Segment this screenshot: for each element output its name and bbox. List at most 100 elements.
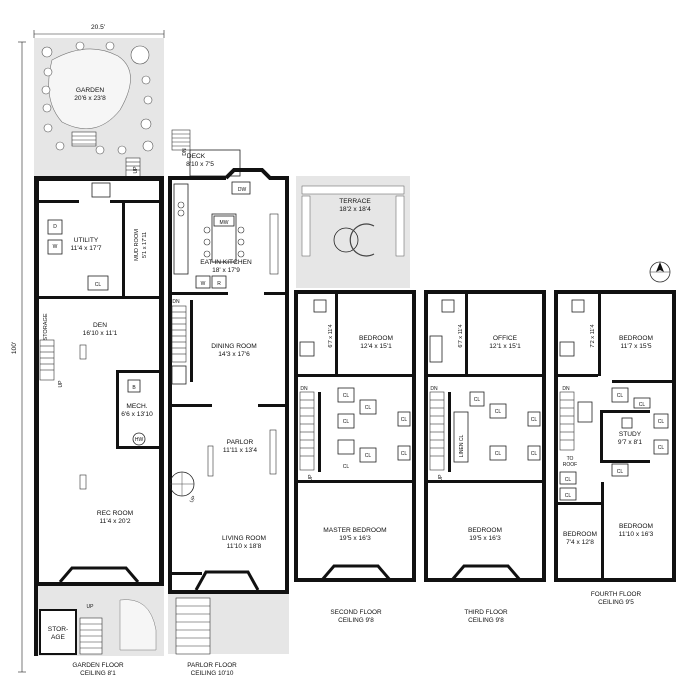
- closet-label: CL: [639, 402, 646, 408]
- depth-dimension-label: 100': [11, 342, 18, 354]
- fourth-floor-name: FOURTH FLOOR: [591, 591, 642, 598]
- third-up-label: UP: [438, 474, 444, 482]
- parlor-size: 11'11 x 13'4: [223, 447, 258, 454]
- microwave-label: MW: [220, 220, 229, 226]
- closet-label: CL: [474, 397, 481, 403]
- bedroom-3f-name: BEDROOM: [468, 527, 502, 534]
- mech-name: MECH.: [126, 403, 147, 410]
- closet-label: CL: [565, 477, 572, 483]
- garden-floor-name: GARDEN FLOOR: [72, 662, 124, 669]
- rec-room-size: 11'4 x 20'2: [100, 518, 131, 525]
- garden-steps: [71, 131, 97, 147]
- den-size: 16'10 x 11'1: [83, 330, 118, 337]
- garden-floor: 20.5' 100' GARDEN 20'6 x 23'8 UP: [11, 24, 165, 677]
- closet-label: CL: [658, 445, 665, 451]
- garden-floor-up-label: UP: [58, 380, 64, 388]
- bedroom-2f-size: 12'4 x 15'1: [360, 343, 392, 350]
- third-floor-name: THIRD FLOOR: [464, 609, 508, 616]
- fourth-floor-stairs: [559, 391, 575, 451]
- storage-front-line1: STOR-: [48, 626, 68, 633]
- utility-name: UTILITY: [74, 237, 99, 244]
- bedroom-4f-small-name: BEDROOM: [563, 531, 597, 538]
- terrace-size: 18'2 x 18'4: [339, 206, 371, 213]
- second-dn-label: DN: [300, 386, 308, 392]
- closet-label: CL: [531, 451, 538, 457]
- bedroom-4f-rear-name: BEDROOM: [619, 335, 653, 342]
- second-floor-stairs: [299, 391, 315, 471]
- mud-room-size: 5'1 x 17'11: [142, 232, 148, 258]
- to-roof-line1: TO: [567, 456, 574, 462]
- garden-front-up-label: UP: [87, 604, 95, 610]
- second-floor: TERRACE 18'2 x 18'4 6'7 x 11'4 BEDROOM 1…: [294, 176, 416, 624]
- storage-front-line2: AGE: [51, 634, 66, 641]
- front-storage: [39, 609, 77, 655]
- width-dimension-label: 20.5': [91, 24, 105, 31]
- garden-plants: [41, 41, 154, 155]
- fourth-floor-ceiling: CEILING 9'5: [598, 599, 634, 606]
- master-bedroom-size: 19'5 x 16'3: [339, 535, 371, 542]
- utility-d-label: D: [53, 224, 57, 230]
- deck-name: DECK: [187, 153, 206, 160]
- refrigerator-label: R: [217, 281, 221, 287]
- master-bedroom-name: MASTER BEDROOM: [323, 527, 386, 534]
- bedroom-3f-size: 19'5 x 16'3: [469, 535, 501, 542]
- second-bath-size: 6'7 x 11'4: [328, 324, 334, 347]
- spiral-up-label: UP: [189, 494, 198, 504]
- terrace-name: TERRACE: [339, 198, 371, 205]
- north-arrow-icon: [649, 261, 671, 283]
- parlor-floor: DN DECK 8'10 x 7'5 DW MW EAT-IN KITCHEN …: [168, 129, 289, 677]
- office-size: 12'1 x 15'1: [489, 343, 521, 350]
- closet-label: CL: [495, 451, 502, 457]
- closet-label: CL: [365, 405, 372, 411]
- deck-stairs: [171, 129, 191, 151]
- second-floor-ceiling: CEILING 9'8: [338, 617, 374, 624]
- third-floor: 6'7 x 11'4 OFFICE 12'1 x 15'1 DN UP LINE…: [424, 290, 546, 624]
- linen-cl-label: LINEN CL: [459, 435, 465, 458]
- linen-closet: [453, 411, 469, 463]
- living-room-size: 11'10 x 18'8: [227, 543, 262, 550]
- closet-label: CL: [565, 493, 572, 499]
- parlor-dn-label: DN: [172, 299, 180, 305]
- deck-size: 8'10 x 7'5: [186, 161, 214, 168]
- parlor-floor-name: PARLOR FLOOR: [187, 662, 237, 669]
- closet-label: CL: [401, 417, 408, 423]
- utility-cl-label: CL: [95, 282, 102, 288]
- garden-name: GARDEN: [76, 87, 104, 94]
- bedroom-4f-rear-size: 11'7 x 15'5: [621, 343, 652, 350]
- boiler-label: B: [132, 385, 136, 391]
- parlor-name: PARLOR: [227, 439, 254, 446]
- bedroom-4f-front-name: BEDROOM: [619, 523, 653, 530]
- dining-room-size: 14'3 x 17'6: [218, 351, 250, 358]
- closet-label: CL: [531, 417, 538, 423]
- terrace-table: [333, 227, 359, 253]
- fourth-dn-label: DN: [562, 386, 570, 392]
- utility-w-label: W: [53, 244, 58, 250]
- closet-label: CL: [617, 469, 624, 475]
- kitchen-name: EAT-IN KITCHEN: [200, 259, 252, 266]
- third-floor-stairs: [429, 391, 445, 471]
- bedroom-2f-name: BEDROOM: [359, 335, 393, 342]
- study-size: 9'7 x 8'1: [618, 439, 642, 446]
- dining-room-name: DINING ROOM: [211, 343, 256, 350]
- third-bath-size: 6'7 x 11'4: [458, 324, 464, 347]
- garden-floor-ceiling: CEILING 8'1: [80, 670, 116, 677]
- mech-size: 6'6 x 13'10: [121, 411, 153, 418]
- washer-label: W: [201, 281, 206, 287]
- stoop-stairs: [175, 597, 211, 655]
- second-floor-closets: [337, 387, 411, 463]
- bedroom-4f-small-size: 7'4 x 12'8: [566, 539, 594, 546]
- bedroom-4f-front-size: 11'10 x 16'3: [619, 531, 654, 538]
- closet-label: CL: [617, 393, 624, 399]
- utility-size: 11'4 x 17'7: [71, 245, 102, 252]
- closet-label: CL: [365, 453, 372, 459]
- garden-up-label: UP: [133, 166, 139, 174]
- third-floor-ceiling: CEILING 9'8: [468, 617, 504, 624]
- garden-floor-stairs: [39, 339, 55, 381]
- deck-dn-label: DN: [182, 148, 188, 156]
- den-name: DEN: [93, 322, 107, 329]
- garden-front-stairs: [79, 617, 103, 655]
- storage-side-label: STORAGE: [43, 313, 49, 341]
- to-roof-line2: ROOF: [563, 462, 577, 468]
- study-name: STUDY: [619, 431, 642, 438]
